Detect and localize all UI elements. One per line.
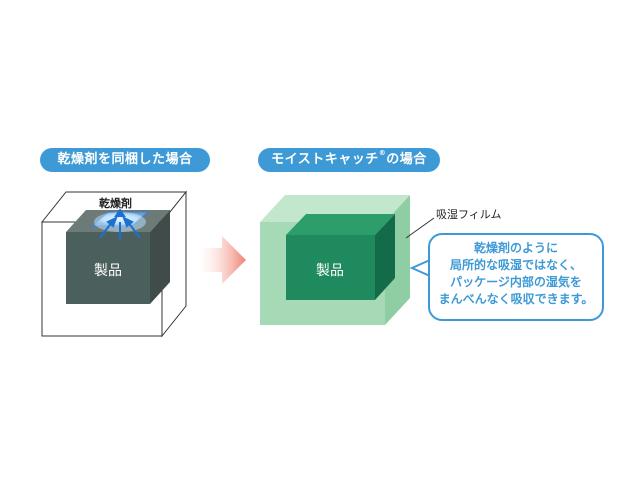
left-title-text: 乾燥剤を同梱した場合 — [57, 152, 193, 167]
right-title-suffix: の場合 — [386, 152, 427, 167]
right-title-main: モイストキャッチ — [271, 152, 379, 167]
left-panel-title: 乾燥剤を同梱した場合 — [40, 148, 210, 172]
callout-line: 乾燥剤のように — [473, 241, 558, 255]
film-leader-line — [405, 217, 435, 239]
callout-bubble — [428, 233, 604, 321]
callout-line: 局所的な吸湿ではなく、 — [449, 258, 582, 272]
registered-mark: ® — [378, 149, 387, 157]
right-product-label: 製品 — [316, 263, 344, 279]
film-label: 吸湿フィルム — [436, 208, 502, 221]
transition-arrow — [198, 236, 246, 284]
callout-line: パッケージ内部の湿気を — [450, 275, 582, 289]
right-panel-title: モイストキャッチ®の場合 — [258, 148, 440, 172]
desiccant-arrows — [99, 208, 141, 240]
right-product-box — [286, 214, 395, 300]
desiccant-label: 乾燥剤 — [99, 197, 132, 210]
callout-text: 乾燥剤のように 局所的な吸湿ではなく、 パッケージ内部の湿気を まんべんなく吸収… — [428, 240, 604, 308]
callout-line: まんべんなく吸収できます。 — [438, 292, 594, 306]
left-product-label: 製品 — [94, 263, 122, 279]
